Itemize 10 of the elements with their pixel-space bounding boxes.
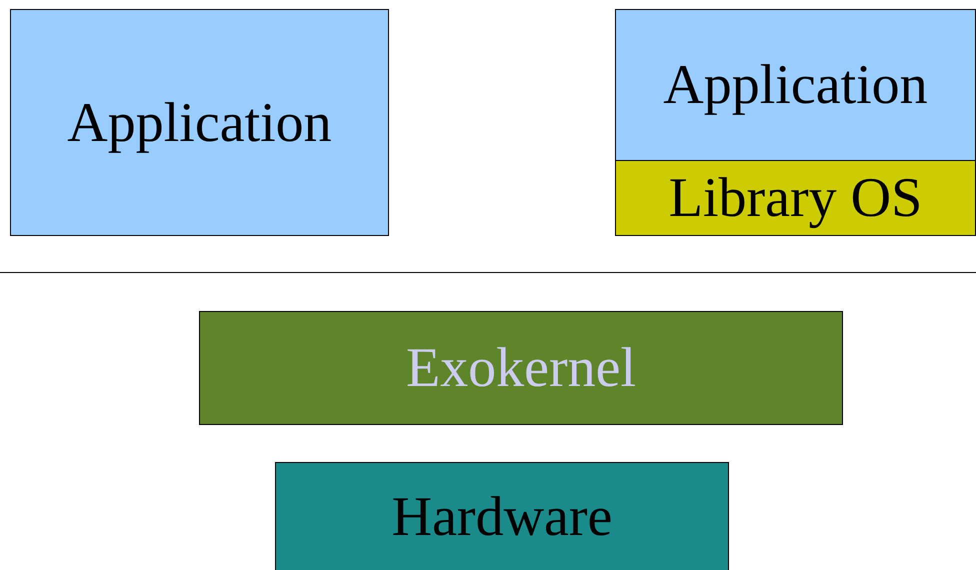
layer-box bbox=[10, 9, 389, 236]
layer-box bbox=[615, 9, 976, 161]
layer-label: Application bbox=[663, 57, 928, 113]
layer-box bbox=[615, 160, 976, 236]
layer-label: Exokernel bbox=[406, 340, 636, 396]
layer-box bbox=[275, 462, 729, 570]
layer-label: Hardware bbox=[392, 489, 612, 545]
layer-box bbox=[199, 311, 843, 425]
layer-label: Library OS bbox=[668, 170, 922, 226]
layer-label: Application bbox=[67, 94, 332, 150]
